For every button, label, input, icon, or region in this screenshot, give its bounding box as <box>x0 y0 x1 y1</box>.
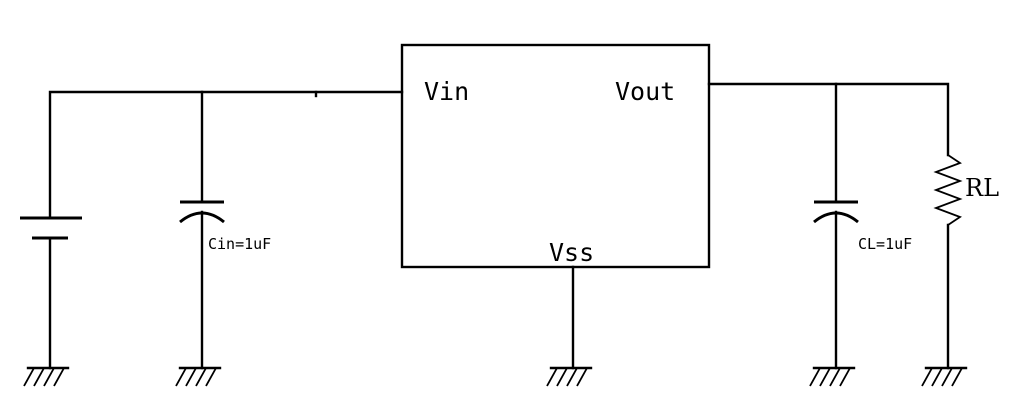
battery-symbol <box>20 216 82 370</box>
output-wire <box>707 82 950 157</box>
output-capacitor <box>813 82 859 370</box>
regulator-block <box>400 43 711 269</box>
vss-pin-label: Vss <box>549 238 594 267</box>
vin-pin-label: Vin <box>424 77 469 106</box>
load-resistor <box>933 154 963 370</box>
vout-pin-label: Vout <box>615 77 675 106</box>
input-capacitor <box>179 90 225 370</box>
cin-label: Cin=1uF <box>208 235 271 253</box>
ground-cin-icon <box>175 366 222 387</box>
ground-rl-icon <box>921 366 968 387</box>
cl-label: CL=1uF <box>858 235 912 253</box>
rl-label: RL <box>965 174 999 202</box>
ground-vss-icon <box>546 366 593 387</box>
input-wire <box>48 90 404 220</box>
ground-battery-icon <box>23 366 70 387</box>
ground-cl-icon <box>809 366 856 387</box>
